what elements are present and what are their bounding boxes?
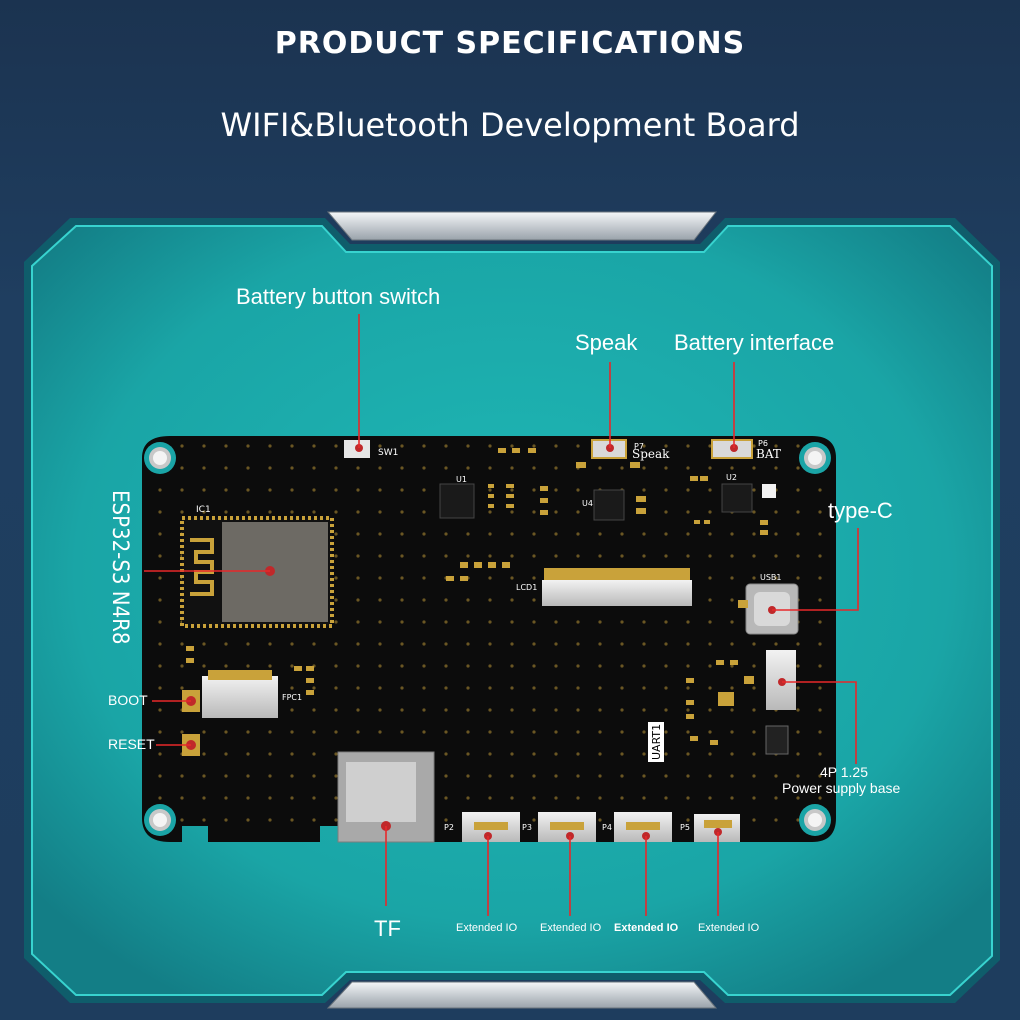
callout-power-line1: 4P 1.25 [820,764,869,780]
bottom-silver-tab [326,981,718,1009]
silk-u2: U2 [726,473,737,482]
mounting-hole [144,442,176,474]
callout-extended-io: Extended IO [614,922,679,934]
silk-lcd1: LCD1 [516,583,537,592]
led [762,484,776,498]
silk-u4: U4 [582,499,593,508]
callout-extended-io: Extended IO [698,922,760,934]
silk-fpc1: FPC1 [282,693,302,702]
silk-usb1: USB1 [760,573,782,582]
silk-uart1: UART1 [650,724,663,760]
silk-p7: P7 [634,442,644,451]
silk-sw1: SW1 [378,448,398,458]
extended-io-connector [614,812,672,842]
mounting-hole [799,804,831,836]
power-supply-base [766,650,796,710]
silk-p5: P5 [680,823,690,832]
top-silver-tab [326,211,718,241]
silk-p2: P2 [444,823,454,832]
page-title: PRODUCT SPECIFICATIONS [274,26,746,61]
callout-speak: Speak [575,330,638,355]
silkscreen: SW1 IC1 Speak BAT P7 P6 U1 U4 U2 USB1 LC… [196,439,782,832]
extended-io-connector [694,814,740,842]
ic-u2 [721,483,753,513]
fpc1-connector [202,670,278,718]
callout-tf: TF [374,916,401,941]
ic-u4 [593,489,625,521]
callout-boot: BOOT [108,692,148,708]
silk-p6: P6 [758,439,768,448]
silk-bat: BAT [756,447,781,461]
leader-lines [144,314,859,916]
callout-type-c: type-C [828,498,893,523]
callout-module: ESP32-S3 N4R8 [107,490,132,645]
ic-u1 [439,483,475,519]
tf-card-slot [337,751,435,843]
extended-io-connector [462,812,520,842]
mounting-hole [144,804,176,836]
callout-extended-io: Extended IO [540,922,602,934]
silk-p4: P4 [602,823,612,832]
silk-speak: Speak [632,447,670,461]
lcd-connector [542,568,692,606]
extended-io-connector [538,812,596,842]
usb-c-port [745,583,799,635]
esp32-module [180,516,334,628]
mounting-hole [799,442,831,474]
page-subtitle: WIFI&Bluetooth Development Board [220,106,800,144]
silk-ic1: IC1 [196,505,211,515]
battery-connector [711,439,753,459]
smd-components [186,448,789,755]
callout-power-line2: Power supply base [782,780,901,796]
silk-p3: P3 [522,823,532,832]
silk-u1: U1 [456,475,467,484]
callout-reset: RESET [108,736,155,752]
callout-extended-io: Extended IO [456,922,518,934]
pcb-board [142,436,836,843]
callout-battery-interface: Battery interface [674,330,835,355]
callout-battery-button-switch: Battery button switch [236,284,441,309]
battery-switch [344,440,370,458]
speaker-connector [591,439,627,459]
